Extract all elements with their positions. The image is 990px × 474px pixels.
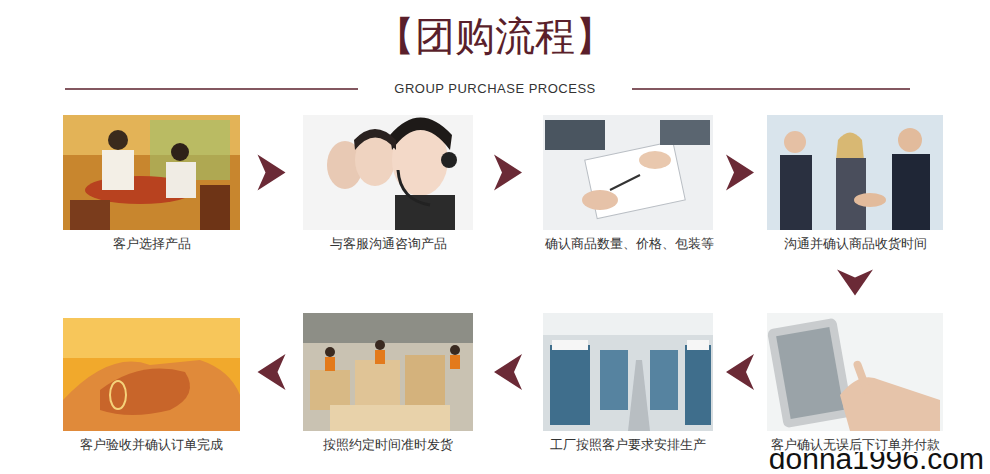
step-caption-text: 客户验收并确认订单完成 bbox=[78, 437, 225, 452]
tablet-photo bbox=[767, 313, 943, 431]
flow-arrow bbox=[494, 354, 522, 390]
flow-arrow bbox=[494, 155, 522, 191]
photo-frame bbox=[767, 115, 943, 230]
photo-frame bbox=[63, 318, 240, 431]
photo-frame bbox=[543, 313, 713, 431]
step-caption-text: 与客服沟通咨询产品 bbox=[328, 236, 449, 251]
office-photo bbox=[63, 115, 240, 230]
page-title: 【团购流程】 bbox=[0, 8, 990, 64]
photo-frame bbox=[303, 115, 473, 230]
step-caption: 按照约定时间准时发货 bbox=[303, 431, 473, 453]
process-step: 工厂按照客户要求安排生产 bbox=[543, 313, 713, 453]
photo-frame bbox=[767, 313, 943, 431]
business-photo bbox=[767, 115, 943, 230]
photo-frame bbox=[543, 115, 713, 230]
step-caption-text: 客户选择产品 bbox=[111, 236, 193, 251]
process-step: 客户验收并确认订单完成 bbox=[63, 318, 240, 453]
step-caption-text: 按照约定时间准时发货 bbox=[321, 437, 455, 452]
photo-frame bbox=[303, 313, 473, 431]
handshake-photo bbox=[63, 318, 240, 431]
call-center-photo bbox=[303, 115, 473, 230]
step-caption: 沟通并确认商品收货时间 bbox=[767, 230, 943, 252]
step-caption-text: 工厂按照客户要求安排生产 bbox=[548, 437, 708, 452]
step-caption: 与客服沟通咨询产品 bbox=[303, 230, 473, 252]
step-caption: 工厂按照客户要求安排生产 bbox=[543, 431, 713, 453]
flow-arrow bbox=[726, 155, 754, 191]
documents-photo bbox=[543, 115, 713, 230]
flow-arrow bbox=[837, 270, 873, 296]
step-caption-text: 沟通并确认商品收货时间 bbox=[782, 236, 929, 251]
process-step: 与客服沟通咨询产品 bbox=[303, 115, 473, 252]
process-step: 客户确认无误后下订单并付款 bbox=[767, 313, 943, 453]
step-caption: 确认商品数量、价格、包装等 bbox=[543, 230, 713, 252]
factory-photo bbox=[543, 313, 713, 431]
subtitle-text: GROUP PURCHASE PROCESS bbox=[360, 80, 630, 98]
header-rule bbox=[65, 88, 358, 90]
process-step: 按照约定时间准时发货 bbox=[303, 313, 473, 453]
step-caption: 客户确认无误后下订单并付款 bbox=[767, 431, 943, 453]
header-rule bbox=[632, 88, 910, 90]
warehouse-photo bbox=[303, 313, 473, 431]
step-caption-text: 客户确认无误后下订单并付款 bbox=[769, 437, 942, 452]
step-caption-text: 确认商品数量、价格、包装等 bbox=[543, 236, 716, 251]
process-step: 沟通并确认商品收货时间 bbox=[767, 115, 943, 252]
process-step: 客户选择产品 bbox=[63, 115, 240, 252]
flow-arrow bbox=[258, 354, 286, 390]
flow-arrow bbox=[726, 354, 754, 390]
step-caption: 客户选择产品 bbox=[63, 230, 240, 252]
step-caption: 客户验收并确认订单完成 bbox=[63, 431, 240, 453]
process-step: 确认商品数量、价格、包装等 bbox=[543, 115, 713, 252]
flow-arrow bbox=[258, 155, 286, 191]
photo-frame bbox=[63, 115, 240, 230]
